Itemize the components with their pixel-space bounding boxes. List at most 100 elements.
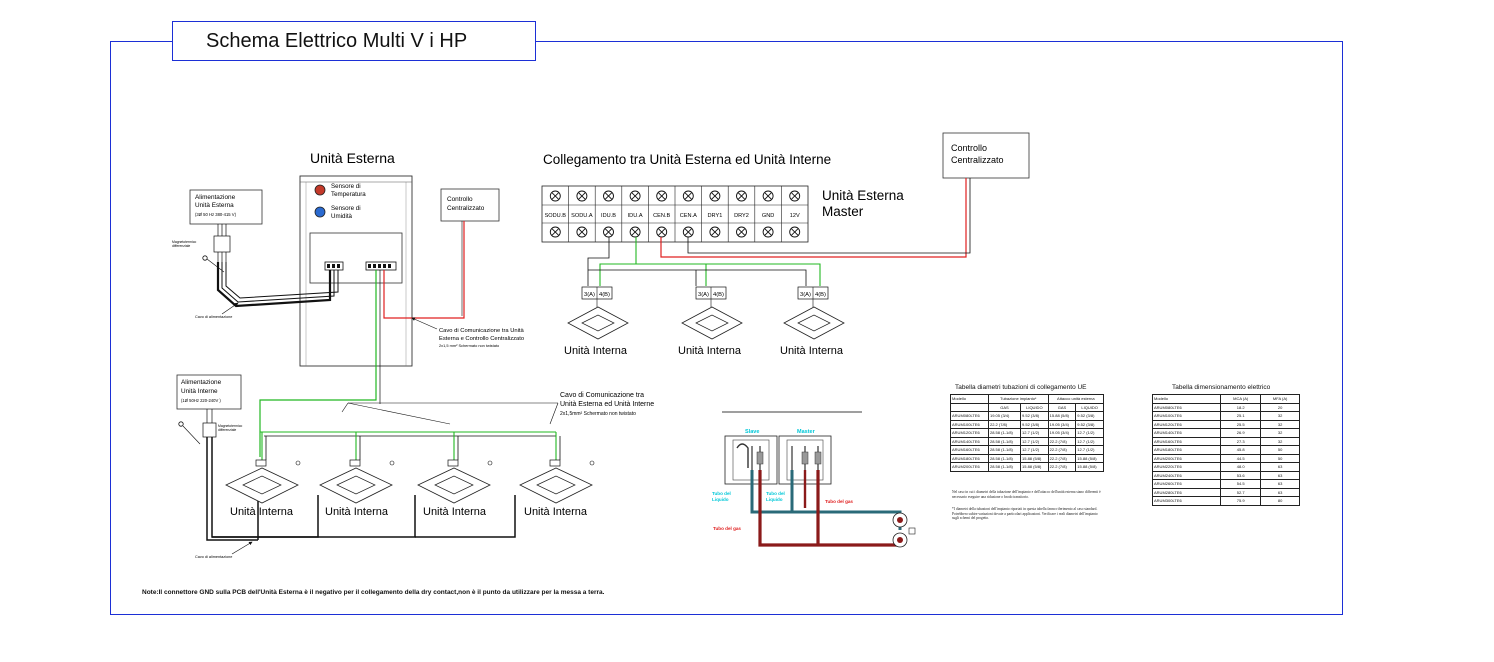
title-box [172, 21, 536, 61]
piping-master-label: Master [797, 429, 816, 435]
table-cell: 15.88 (5/8) [1075, 462, 1104, 472]
terminal-screw-icon [576, 226, 588, 238]
indoor-unit-bottom-4: Unità Interna [519, 459, 595, 518]
outdoor-ground-symbol [202, 255, 225, 273]
table-cell: ARUM260LTE6 [1151, 479, 1222, 489]
terminal-label: SODU.A [571, 213, 593, 219]
table1-subhead: GAS [1047, 402, 1077, 412]
table-cell: 12.7 (1/2) [1075, 428, 1104, 438]
indoor-comm-bus [260, 431, 561, 460]
pipe-liquid-left-1: Tubo del [712, 491, 731, 496]
ctrl-big-line1: Controllo [951, 143, 987, 153]
outdoor-power-line3: (3Ø 50 Hz 380-415 V) [195, 212, 237, 217]
master-label-line2: Master [822, 204, 864, 219]
table-cell: 80 [1260, 496, 1300, 506]
green-comm-wire-left [259, 270, 377, 457]
table-cell: 48.0 [1220, 462, 1262, 472]
table-cell: 28.58 (1-1/8) [987, 445, 1022, 455]
table-cell: 12.7 (1/2) [1075, 436, 1104, 446]
table-cell: 15.88 (5/8) [1020, 453, 1049, 463]
comm-cable-line2: Esterna e Controllo Centralizzato [439, 336, 524, 342]
table-cell: ARUM140LTE6 [950, 436, 989, 446]
table-cell: 44.5 [1220, 453, 1262, 463]
idu3-term-a: 3(A) [800, 292, 811, 298]
table1-head-pipe: Tubazione impianto* [987, 394, 1049, 404]
table-cell: 63 [1260, 487, 1300, 497]
pipe-connector-icon [892, 512, 916, 548]
terminal-screw-icon [656, 226, 668, 238]
terminal-screw-icon [603, 226, 614, 238]
table-cell: 63 [1260, 470, 1300, 480]
idu2-term-b: 4(B) [713, 292, 724, 298]
humidity-sensor-icon [314, 206, 326, 218]
table-cell: 19.05 (3/4) [1047, 419, 1077, 429]
outdoor-terminal-block-power [324, 261, 344, 271]
pipe-diameter-table: Modello Tubazione impianto* Attacco unit… [950, 394, 1105, 472]
terminal-screw-icon [709, 190, 721, 202]
table-cell: 20 [1260, 402, 1300, 412]
terminal-screw-icon [736, 226, 747, 238]
indoor-unit-top-3: 3(A) 4(B) Unità Interna [780, 286, 845, 357]
terminal-screw-icon [682, 226, 694, 238]
indoor-unit-bottom-4-label: Unità Interna [524, 506, 588, 518]
indoor-unit-top-1: 3(A) 4(B) Unità Interna [564, 286, 629, 357]
terminal-screw-icon [576, 190, 588, 202]
central-control-small [440, 188, 500, 222]
ctrl-small-line1: Controllo [447, 196, 473, 203]
table2-head-model: Modello [1151, 394, 1222, 404]
table2-head-mca: MCA (A) [1220, 394, 1262, 404]
indoor-power-line1: Alimentazione [181, 379, 222, 386]
outdoor-power-box [189, 189, 263, 225]
terminal-screw-icon [762, 190, 774, 202]
terminal-label: 12V [790, 213, 800, 219]
table-cell: 18.2 [1220, 402, 1262, 412]
table-cell: ARUM100LTE6 [1151, 411, 1222, 421]
table-cell: 26.9 [1220, 428, 1262, 438]
table-cell: 15.88 (5/8) [1075, 453, 1104, 463]
table-cell: 52.7 [1220, 487, 1262, 497]
sensor-hum-line2: Umidità [331, 213, 353, 220]
table1-subhead: LIQUIDO [1020, 402, 1049, 412]
table-cell: 32 [1260, 428, 1300, 438]
terminal-screw-icon [603, 190, 614, 202]
table-cell: 27.3 [1220, 436, 1262, 446]
table-cell: ARUM200LTE6 [950, 462, 989, 472]
idu1-term-b: 4(B) [599, 292, 610, 298]
table-cell: 9.52 (3/8) [1075, 419, 1104, 429]
pipe-gas-right: Tubo del gas [825, 499, 853, 504]
red-comm-wire-left [383, 221, 465, 319]
outdoor-breaker-label1: Magnetotermico [172, 240, 196, 244]
pipe-liquid-mid-1: Tubo del [766, 491, 785, 496]
indoor-breaker-label1: Magnetotermico [218, 424, 242, 428]
table-cell: 50 [1260, 445, 1300, 455]
pipe-liquid-left-2: Liquido [712, 497, 729, 502]
terminal-screw-icon [629, 226, 641, 238]
terminal-screw-icon [549, 190, 561, 202]
table-cell: 22.2 (7/8) [1047, 453, 1077, 463]
table-cell: ARUM140LTE6 [1151, 428, 1222, 438]
table-cell: 22.2 (7/8) [987, 419, 1022, 429]
drawing-frame [110, 41, 1343, 615]
indoor-comm-line2: Unità Esterna ed Unità Interne [560, 401, 654, 408]
indoor-unit-bottom-1-label: Unità Interna [230, 506, 294, 518]
terminal-label: DRY2 [734, 213, 749, 219]
indoor-unit-top-2: 3(A) 4(B) Unità Interna [678, 286, 743, 357]
terminal-label: DRY1 [707, 213, 722, 219]
terminal-screw-icon [656, 190, 668, 202]
master-label-line1: Unità Esterna [822, 188, 904, 203]
table-cell: ARUM100LTE6 [950, 419, 989, 429]
indoor-ground-symbol [178, 421, 201, 445]
table2-title: Tabella dimensionamento elettrico [1172, 384, 1271, 391]
table-cell: 22.2 (7/8) [1047, 436, 1077, 446]
